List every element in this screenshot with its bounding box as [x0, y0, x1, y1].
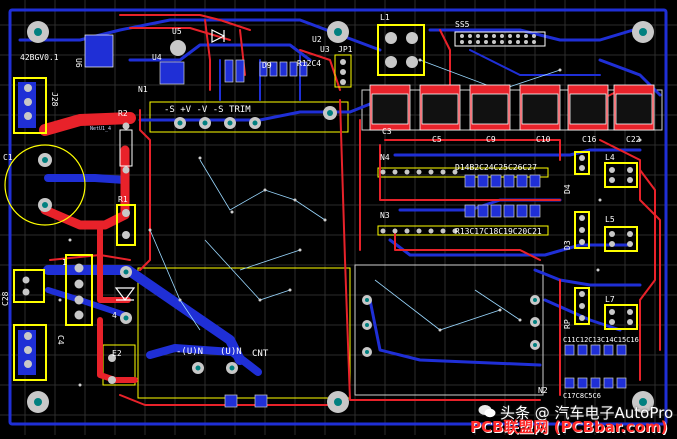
label-vin-plus: (U)N: [220, 347, 242, 357]
label-u4: U4: [152, 53, 162, 62]
label-c5: C5: [432, 135, 442, 144]
watermark: 头条 @ 汽车电子AutoPro PCB联盟网 (PCBbar.com): [468, 402, 677, 436]
smd-small-pads: [84, 34, 627, 408]
label-c10: C10: [536, 135, 551, 144]
resistor-r2[interactable]: [119, 122, 133, 174]
label-row-n4: D14B2C24C25C26C27: [455, 163, 537, 172]
label-c16: C16: [582, 135, 597, 144]
wechat-icon: [478, 405, 496, 418]
vias: [58, 58, 642, 387]
label-pin-neg: 4: [112, 311, 117, 320]
inductor-l-column[interactable]: [574, 151, 638, 330]
label-c22: C22: [626, 135, 641, 144]
label-cnt: CNT: [252, 349, 269, 359]
header-strips: [380, 31, 546, 234]
label-c9: C9: [486, 135, 496, 144]
label-rp: RP: [563, 319, 572, 329]
label-jp1: JP1: [338, 45, 353, 54]
component-labels: 42BGV0.1 U6 U5 U4 U2 U3 N1 L1 SS5 C1 R2 …: [1, 13, 641, 400]
label-r12c4: R12C4: [297, 59, 321, 68]
label-c28: C28: [1, 291, 10, 306]
label-pin1: 1: [62, 258, 67, 267]
label-n3: N3: [380, 211, 390, 220]
label-power-header: -S +V -V -S TRIM: [164, 105, 251, 115]
label-n2: N2: [538, 386, 548, 395]
label-row-n3: R13C17C18C19C20C21: [455, 227, 542, 236]
connector-u1[interactable]: [65, 254, 93, 326]
label-u6-part: 42BGV0.1: [20, 53, 59, 62]
label-l4: L4: [605, 153, 615, 162]
capacitor-c1[interactable]: [4, 144, 86, 226]
connector-j28[interactable]: [13, 77, 47, 134]
diode-symbol: [114, 29, 226, 301]
inductor-pads: [579, 155, 633, 325]
through-hole-pads: [108, 40, 540, 384]
label-j28: J28: [50, 92, 59, 107]
label-n4: N4: [380, 153, 390, 162]
connector-jp1[interactable]: [334, 54, 352, 88]
label-u2: U2: [312, 35, 322, 44]
label-n1: N1: [138, 85, 148, 94]
label-net: NetU1_4: [90, 126, 111, 132]
mounting-holes: [27, 21, 654, 413]
connector-c28[interactable]: [13, 269, 45, 303]
label-c1: C1: [3, 153, 13, 162]
watermark-line-1: 头条 @ 汽车电子AutoPro: [500, 404, 674, 422]
label-row-n2: C11C12C13C14C15C16: [563, 336, 639, 344]
label-u5: U5: [172, 27, 182, 36]
label-l1: L1: [380, 13, 390, 22]
label-r2: R2: [118, 109, 128, 118]
label-row-n2b: C17C8C5C6: [563, 392, 601, 400]
label-l7: L7: [605, 295, 615, 304]
label-u6: U6: [74, 58, 83, 68]
label-l5: L5: [605, 215, 615, 224]
label-d3: D3: [563, 240, 572, 250]
label-c3: C3: [382, 127, 392, 136]
label-d4: D4: [563, 184, 572, 194]
label-r1: R1: [118, 195, 128, 204]
label-u3: U3: [320, 45, 330, 54]
board-outline: [8, 8, 668, 426]
connector-bottom-left[interactable]: [13, 324, 47, 381]
label-vin-minus: -(U)N: [176, 347, 203, 357]
label-d9: D9: [262, 61, 272, 70]
label-ss5: SS5: [455, 20, 470, 29]
silkscreen-outlines: [102, 89, 663, 399]
smd-capacitors: [369, 84, 655, 131]
watermark-line-2: PCB联盟网 (PCBbar.com): [470, 418, 668, 436]
label-e2: E2: [112, 349, 122, 358]
label-c4: C4: [56, 335, 65, 345]
resistor-r1[interactable]: [116, 204, 136, 246]
inductor-l1[interactable]: [377, 24, 425, 76]
